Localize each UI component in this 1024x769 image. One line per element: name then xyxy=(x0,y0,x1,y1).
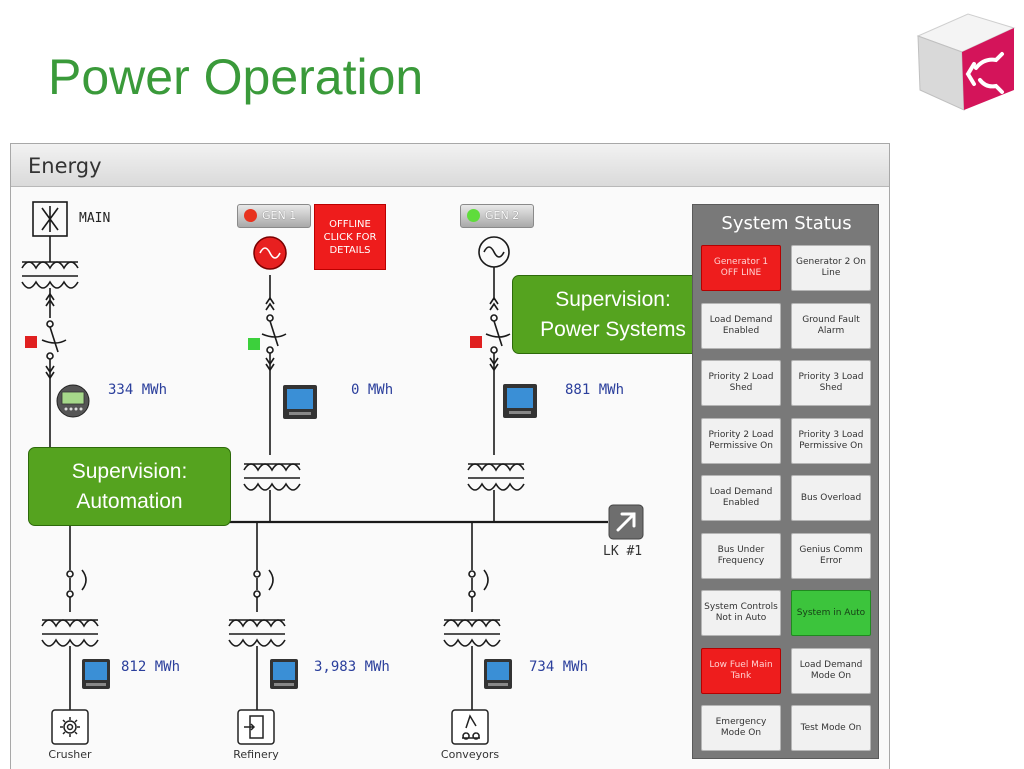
link-label[interactable]: LK #1 xyxy=(603,544,643,559)
callout-automation-line2: Automation xyxy=(76,490,183,513)
gen2-breaker-status-indicator xyxy=(470,336,482,348)
gen2-tag-label: GEN 2 xyxy=(485,209,520,222)
status-button[interactable]: Priority 2 Load Permissive On xyxy=(701,417,781,464)
refinery-reading: 3,983 MWh xyxy=(314,659,390,675)
gen1-status-led-icon xyxy=(244,209,257,222)
refinery-label: Refinery xyxy=(233,748,279,761)
callout-automation-line1: Supervision: xyxy=(71,460,188,483)
gen1-power-meter-icon xyxy=(283,385,317,419)
conveyors-power-meter-icon xyxy=(484,659,512,689)
status-button[interactable]: Priority 3 Load Shed xyxy=(791,360,871,406)
refinery-power-meter-icon xyxy=(270,659,298,689)
gen1-breaker-status-indicator xyxy=(248,338,260,350)
system-status-title: System Status xyxy=(721,213,852,234)
crusher-power-meter-icon xyxy=(82,659,110,689)
link-arrow-icon xyxy=(608,504,644,540)
status-button[interactable]: System in Auto xyxy=(791,590,871,636)
callout-power-systems: Supervision: Power Systems xyxy=(512,275,714,354)
callout-power-systems-line2: Power Systems xyxy=(540,318,686,341)
crusher-label: Crusher xyxy=(48,748,92,761)
status-button[interactable]: Ground Fault Alarm xyxy=(791,302,871,349)
gen2-tag[interactable]: GEN 2 xyxy=(460,204,534,228)
power-plug-logo-icon xyxy=(916,13,1016,111)
slide-title: Power Operation xyxy=(48,49,424,105)
status-button[interactable]: Generator 1 OFF LINE xyxy=(701,245,781,291)
main-feed-label: MAIN xyxy=(79,211,111,226)
callout-power-systems-line1: Supervision: xyxy=(555,288,671,311)
status-button[interactable]: Load Demand Enabled xyxy=(701,302,781,349)
gen1-tag[interactable]: GEN 1 xyxy=(237,204,311,228)
status-button[interactable]: Emergency Mode On xyxy=(701,705,781,751)
status-button[interactable]: Bus Overload xyxy=(791,475,871,521)
status-button[interactable]: Test Mode On xyxy=(791,705,871,751)
status-button[interactable]: Load Demand Mode On xyxy=(791,647,871,694)
gen1-tag-label: GEN 1 xyxy=(262,209,297,222)
gen2-power-meter-icon xyxy=(503,384,537,418)
status-button[interactable]: Load Demand Enabled xyxy=(701,475,781,521)
main-reading: 334 MWh xyxy=(108,382,168,398)
crusher-gear-icon xyxy=(51,709,89,745)
main-breaker-status-indicator xyxy=(25,336,37,348)
refinery-door-icon xyxy=(237,709,275,745)
offline-details-button[interactable]: OFFLINE CLICK FOR DETAILS xyxy=(314,204,386,270)
status-button[interactable]: Bus Under Frequency xyxy=(701,532,781,579)
gen2-status-led-icon xyxy=(467,209,480,222)
status-button[interactable]: Generator 2 On Line xyxy=(791,245,871,291)
status-button[interactable]: Genius Comm Error xyxy=(791,532,871,579)
status-button[interactable]: Low Fuel Main Tank xyxy=(701,647,781,694)
callout-automation: Supervision: Automation xyxy=(28,447,231,526)
conveyors-reading: 734 MWh xyxy=(529,659,589,675)
window-title: Energy xyxy=(28,154,102,178)
conveyors-label: Conveyors xyxy=(440,748,500,761)
crusher-reading: 812 MWh xyxy=(121,659,181,675)
main-power-meter-icon xyxy=(56,384,90,418)
gen1-reading: 0 MWh xyxy=(351,382,394,398)
status-button[interactable]: System Controls Not in Auto xyxy=(701,590,781,636)
status-button[interactable]: Priority 2 Load Shed xyxy=(701,360,781,406)
gen2-reading: 881 MWh xyxy=(565,382,625,398)
status-button[interactable]: Priority 3 Load Permissive On xyxy=(791,417,871,464)
window-header: Energy xyxy=(11,144,889,187)
